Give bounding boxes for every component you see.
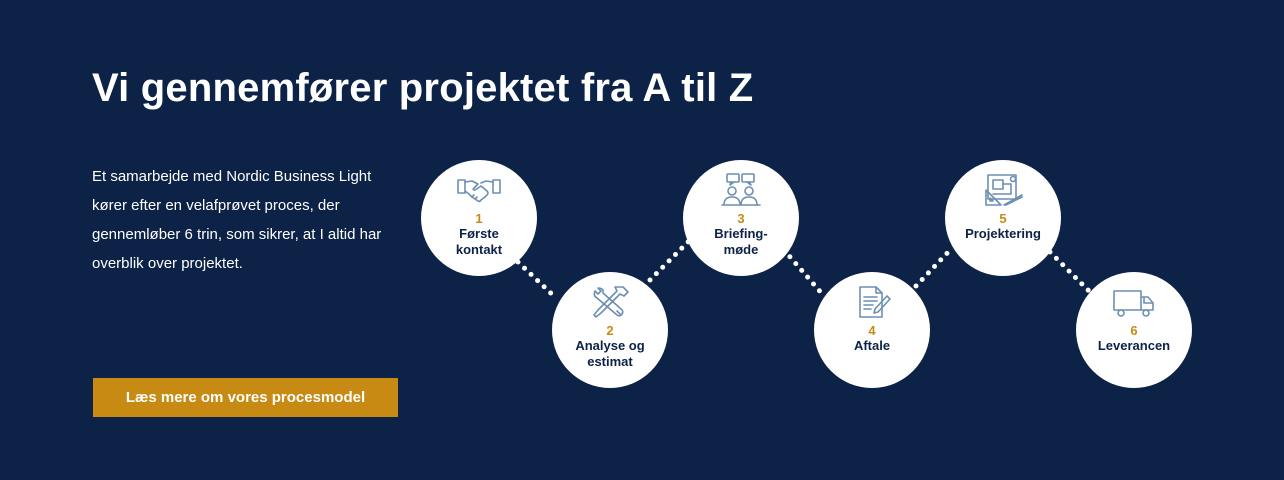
step-number: 6 [1130,323,1138,338]
step-5-projecting[interactable]: 5 Projektering [945,160,1061,276]
step-number: 1 [475,211,483,226]
step-3-briefing-meeting[interactable]: 3 Briefing- møde [683,160,799,276]
step-1-first-contact[interactable]: 1 Første kontakt [421,160,537,276]
intro-text: Et samarbejde med Nordic Business Light … [92,168,382,272]
step-label: Briefing- møde [714,226,768,257]
step-label: Leverancen [1097,338,1171,353]
meeting-icon [721,173,761,206]
step-6-delivery[interactable]: 6 Leverancen [1076,272,1192,388]
truck-icon [1113,290,1154,317]
step-number: 4 [868,323,876,338]
connector-5-6 [1047,249,1093,295]
connector-3-4 [781,247,827,299]
tools-icon [593,286,629,318]
step-number: 5 [999,211,1007,226]
page-title: Vi gennemfører projektet fra A til Z [92,66,754,110]
connector-1-2 [515,259,559,301]
connector-4-5 [913,245,955,289]
handshake-icon [457,179,501,203]
step-2-analysis-estimate[interactable]: 2 Analyse og estimat [552,272,668,388]
step-label: Analyse og estimat [575,338,645,369]
step-label: Første kontakt [455,226,503,257]
step-number: 3 [737,211,745,226]
document-icon [859,286,891,318]
step-label: Aftale [853,338,891,353]
step-number: 2 [606,323,614,338]
process-model-button[interactable]: Læs mere om vores procesmodel [93,378,398,417]
blueprint-icon [985,174,1023,206]
step-4-agreement[interactable]: 4 Aftale [814,272,930,388]
connector-2-3 [647,237,693,283]
step-label: Projektering [965,226,1041,241]
